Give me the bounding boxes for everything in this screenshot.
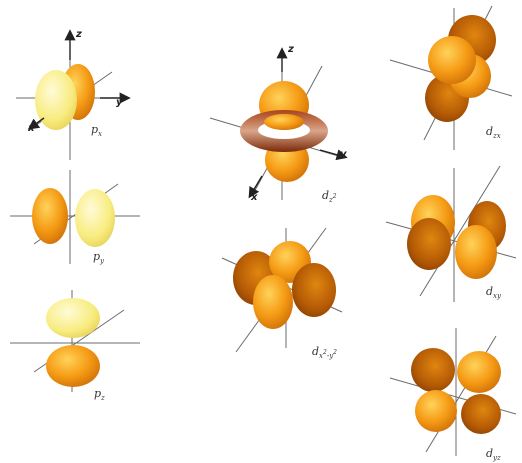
dz2-axis-label-z: z bbox=[288, 45, 294, 55]
py-orbital bbox=[10, 170, 140, 264]
dz2-lobe-top-lower bbox=[264, 114, 304, 130]
dz2-label: dz2 bbox=[322, 190, 337, 204]
dyz-lobe-4 bbox=[461, 394, 501, 434]
py-label: py bbox=[93, 251, 104, 265]
dzx-lobe-4 bbox=[428, 36, 476, 84]
dxy-label: dxy bbox=[486, 286, 501, 300]
py-lobe-right bbox=[75, 189, 115, 247]
pz-label: pz bbox=[94, 388, 105, 402]
dxy-lobe-3 bbox=[407, 218, 451, 270]
dx2y2-label: dx2-y2 bbox=[312, 346, 337, 360]
dxy-orbital bbox=[386, 166, 516, 302]
px-axis-label-z: z bbox=[76, 30, 82, 40]
dz2-axis-label-x: x bbox=[251, 193, 257, 203]
pz-lobe-top bbox=[46, 298, 100, 338]
dx2y2-orbital bbox=[222, 228, 342, 352]
dx2y2-lobe-front bbox=[253, 275, 293, 329]
dyz-lobe-3 bbox=[415, 390, 457, 432]
py-lobe-left bbox=[32, 188, 68, 244]
dz2-axis-label-y: y bbox=[340, 150, 347, 160]
dxy-lobe-4 bbox=[455, 225, 497, 279]
pz-lobe-bottom bbox=[46, 345, 100, 387]
px-axis-label-y: y bbox=[116, 98, 123, 108]
dyz-orbital bbox=[390, 328, 516, 456]
px-orbital bbox=[16, 30, 130, 160]
px-label: px bbox=[91, 124, 102, 138]
px-axis-label-x: x bbox=[28, 124, 34, 134]
px-lobe-front bbox=[35, 70, 77, 130]
dyz-lobe-1 bbox=[411, 348, 455, 392]
dyz-label: dyz bbox=[486, 448, 501, 462]
pz-orbital bbox=[10, 290, 140, 392]
dyz-lobe-2 bbox=[457, 351, 501, 393]
dz2-orbital bbox=[210, 48, 345, 200]
dx2y2-lobe-right bbox=[292, 263, 336, 317]
dzx-label: dzx bbox=[486, 126, 501, 140]
